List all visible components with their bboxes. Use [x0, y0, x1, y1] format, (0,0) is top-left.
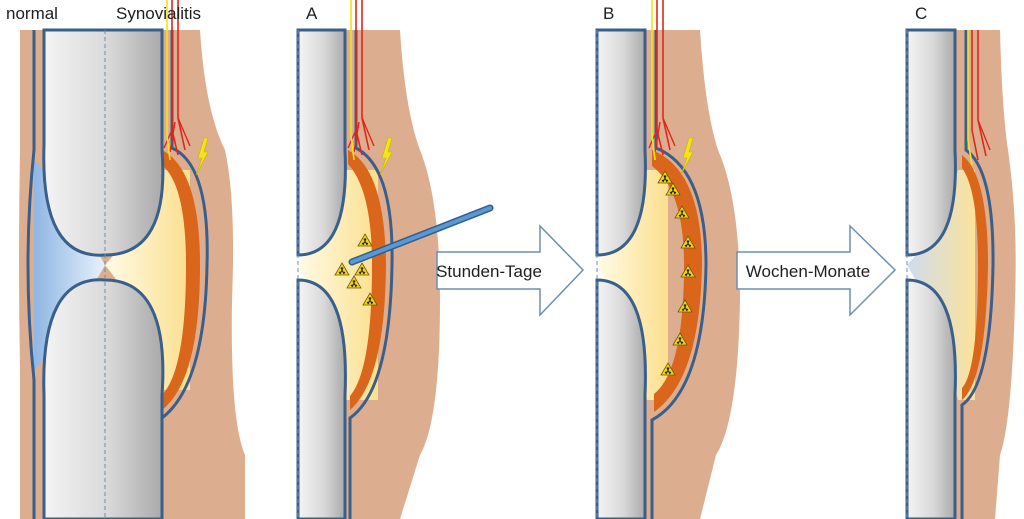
block-arrow-icon — [436, 224, 585, 317]
label-panel-a: A — [306, 4, 318, 23]
arrow-label-wochen-monate: Wochen-Monate — [746, 262, 870, 281]
label-synovialitis: Synovialitis — [116, 4, 202, 23]
arrow-label-stunden-tage: Stunden-Tage — [436, 262, 542, 281]
arrow-wochen-monate: Wochen-Monate — [736, 224, 897, 317]
needle-icon — [348, 204, 494, 266]
panel-normal-synovialitis — [19, 0, 245, 519]
label-panel-c: C — [915, 4, 928, 23]
panel-b — [595, 0, 740, 519]
panel-a — [296, 0, 494, 519]
block-arrow-icon — [736, 224, 897, 317]
arrow-stunden-tage: Stunden-Tage — [436, 224, 585, 317]
label-normal: normal — [6, 4, 58, 23]
label-panel-b: B — [603, 4, 615, 23]
panel-c — [905, 28, 1016, 519]
